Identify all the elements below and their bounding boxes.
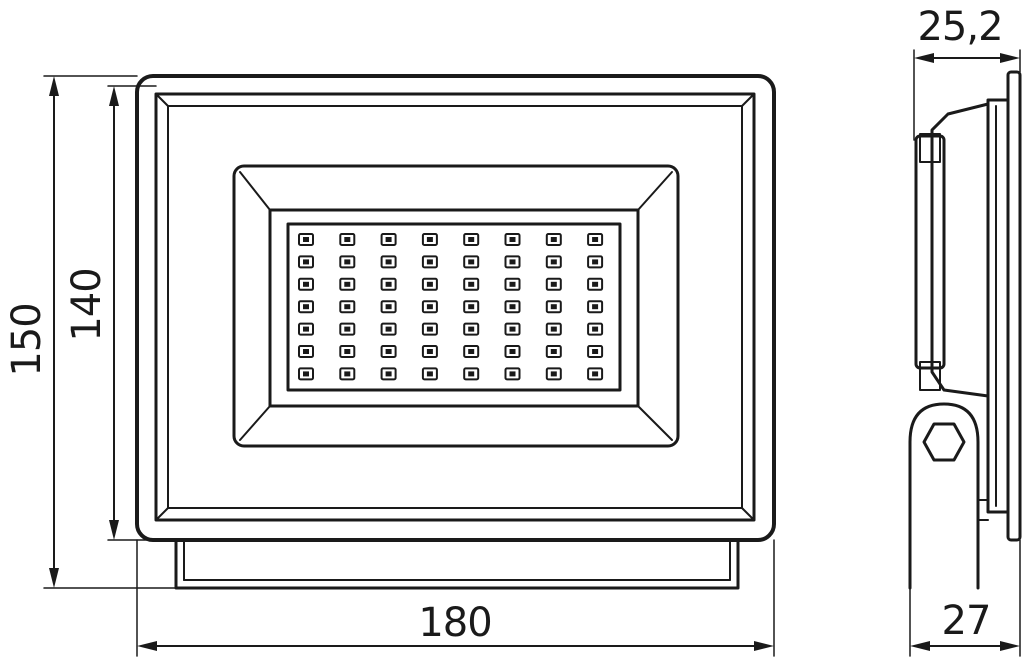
led-chip-core — [344, 259, 351, 265]
dim-label-27: 27 — [942, 598, 991, 644]
side-frame — [986, 98, 1010, 514]
led-chip-core — [303, 326, 309, 332]
led-chip-core — [426, 304, 433, 310]
led-chip-core — [468, 281, 475, 287]
led-chip-core — [426, 326, 433, 332]
side-heatsink — [914, 134, 946, 370]
led-chip-core — [509, 281, 516, 287]
led-chip-core — [385, 281, 392, 287]
led-chip-core — [468, 259, 475, 265]
led-chip-core — [592, 237, 599, 242]
led-chip-core — [468, 371, 475, 377]
led-board — [286, 222, 622, 392]
led-chip-core — [468, 349, 475, 354]
led-chip-core — [468, 304, 475, 310]
led-chip-core — [509, 259, 516, 265]
dim-label-150: 150 — [4, 303, 50, 376]
dimension-lines — [43, 49, 1021, 657]
led-chip-core — [344, 326, 351, 332]
led-chip-core — [385, 304, 392, 310]
led-chip-core — [468, 237, 475, 242]
led-grid — [298, 233, 604, 381]
led-chip-core — [468, 326, 475, 332]
bottom-bracket — [174, 540, 740, 590]
led-chip-core — [385, 349, 392, 354]
led-chip-core — [426, 349, 433, 354]
side-front-plate — [1006, 70, 1022, 542]
led-chip-core — [303, 349, 309, 354]
led-chip-core — [303, 371, 309, 377]
led-chip-core — [550, 281, 557, 287]
led-chip-core — [550, 326, 557, 332]
led-chip-core — [592, 281, 599, 287]
led-chip-core — [550, 237, 557, 242]
led-chip-core — [344, 281, 351, 287]
led-chip-core — [426, 371, 433, 377]
housing-outer — [135, 74, 776, 542]
led-chip-core — [426, 281, 433, 287]
led-chip-core — [509, 371, 516, 377]
led-chip-core — [509, 237, 516, 242]
led-chip-core — [385, 237, 392, 242]
front-view — [135, 74, 776, 590]
led-chip-core — [303, 237, 309, 242]
led-chip-core — [550, 259, 557, 265]
led-chip-core — [426, 237, 433, 242]
led-chip-core — [344, 304, 351, 310]
led-chip-core — [344, 237, 351, 242]
led-chip-core — [303, 259, 309, 265]
led-chip-core — [303, 304, 309, 310]
led-chip-core — [592, 326, 599, 332]
hex-bolt-icon — [922, 422, 966, 462]
reflector-inner — [268, 208, 640, 408]
led-chip-core — [550, 371, 557, 377]
led-chip-core — [592, 349, 599, 354]
dim-label-180: 180 — [418, 600, 491, 646]
dim-label-25-2: 25,2 — [917, 4, 1002, 50]
led-chip-core — [426, 259, 433, 265]
led-chip-core — [550, 304, 557, 310]
led-chip-core — [509, 304, 516, 310]
led-chip-core — [509, 349, 516, 354]
led-chip-core — [385, 371, 392, 377]
housing-frame-inner — [167, 105, 743, 509]
led-chip-core — [344, 371, 351, 377]
led-chip-core — [344, 349, 351, 354]
led-chip-core — [509, 326, 516, 332]
led-chip-core — [550, 349, 557, 354]
led-chip-core — [385, 326, 392, 332]
led-chip-core — [592, 304, 599, 310]
reflector-outer — [232, 164, 680, 448]
led-chip-core — [592, 371, 599, 377]
led-chip-core — [303, 281, 309, 287]
side-view — [908, 70, 1022, 590]
side-bracket — [908, 402, 980, 590]
dim-label-140: 140 — [64, 268, 110, 341]
led-chip-core — [385, 259, 392, 265]
led-chip-core — [592, 259, 599, 265]
housing-frame — [154, 92, 756, 522]
